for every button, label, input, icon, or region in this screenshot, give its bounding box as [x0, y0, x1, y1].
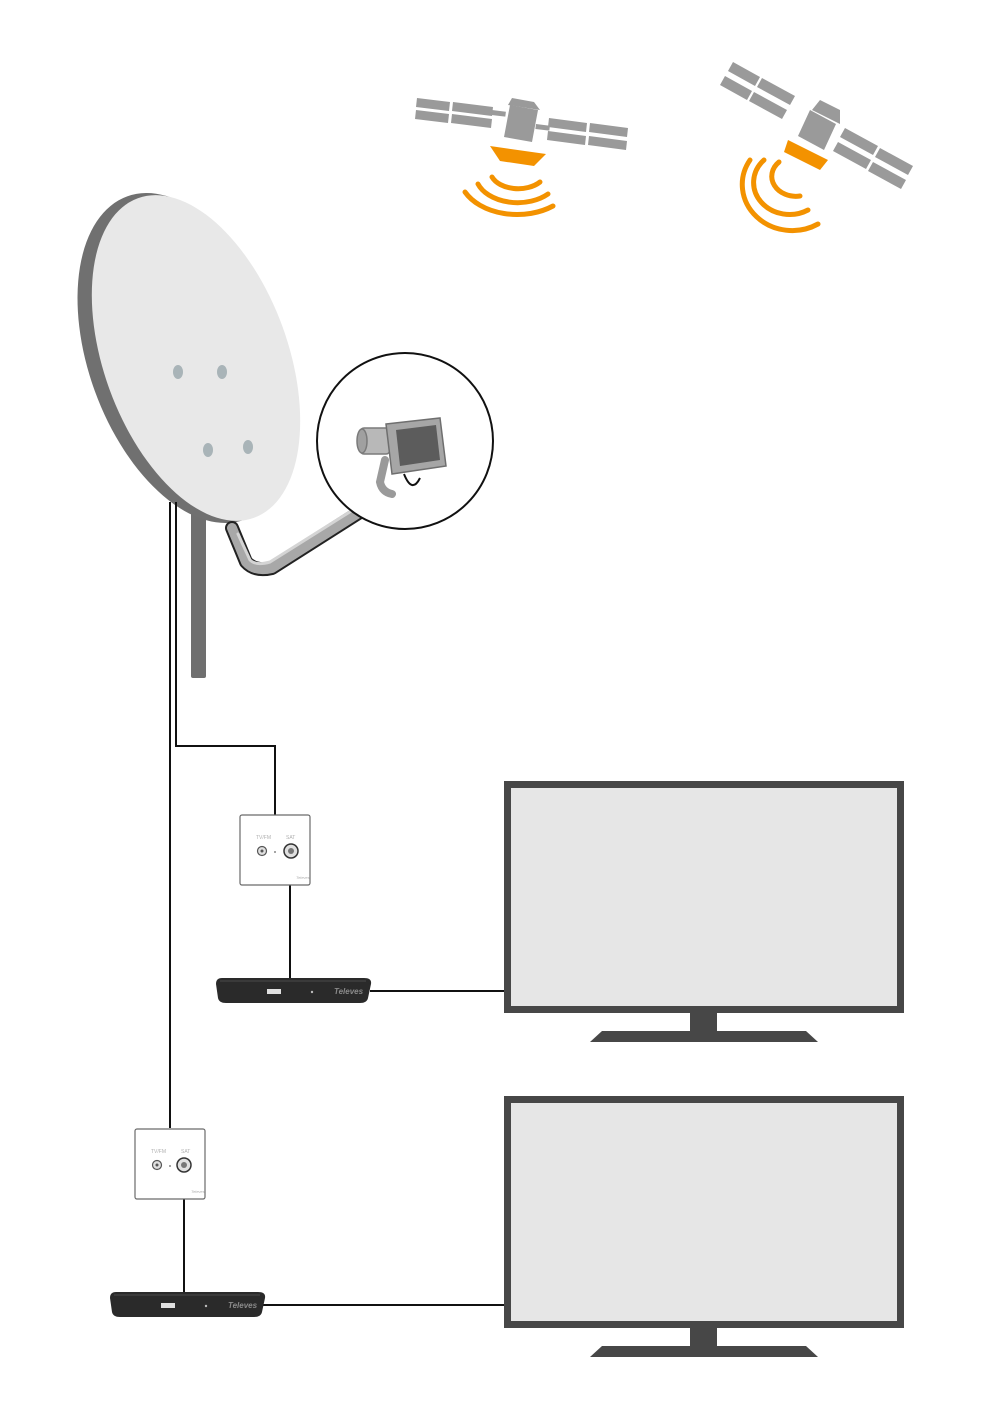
satellite-body [798, 100, 840, 150]
set-top-box-brand: Televes [228, 1301, 258, 1310]
tv-stand-neck [690, 1013, 717, 1033]
usb-port[interactable] [161, 1303, 175, 1308]
transmitter-icon [784, 140, 828, 170]
tv-stand-base [590, 1346, 818, 1357]
satellite-icon [415, 98, 628, 166]
dish-mount-holes [173, 365, 253, 457]
satellite-body [504, 98, 540, 142]
solar-panel-left [720, 62, 795, 119]
satellite-icon [720, 62, 913, 189]
lnb-detail-callout [316, 352, 494, 530]
port-label-tv: TV/FM [151, 1149, 166, 1155]
coax-cables [169, 502, 506, 1306]
power-led [204, 1304, 208, 1308]
wall-socket-2: TV/FM SAT Televes [134, 1128, 206, 1200]
tv-screen [511, 788, 897, 1006]
port-label-sat: SAT [286, 835, 295, 841]
wall-socket-1: TV/FM SAT Televes [239, 814, 311, 886]
cable-dish-to-socket-1 [175, 502, 276, 815]
lnb-icon [356, 417, 447, 498]
set-top-box-icon: Televes [110, 1292, 266, 1317]
wall-socket-icon: TV/FM SAT Televes [239, 814, 311, 886]
wall-socket-icon: TV/FM SAT Televes [134, 1128, 206, 1200]
solar-panel-right [833, 128, 913, 189]
set-top-box-icon: Televes [216, 978, 372, 1003]
wall-socket-brand: Televes [191, 1189, 205, 1194]
dish-mast [191, 484, 206, 678]
port-label-sat: SAT [181, 1149, 190, 1155]
tv-icon [504, 781, 904, 1042]
wall-socket-brand: Televes [296, 875, 310, 880]
signal-waves-icon [462, 174, 556, 218]
tv-stand-neck [690, 1328, 717, 1348]
tv-2 [504, 1096, 904, 1357]
solar-panel-right [535, 118, 628, 150]
port-label-tv: TV/FM [256, 835, 271, 841]
tv-stand-base [590, 1031, 818, 1042]
satellite-2 [720, 62, 913, 234]
tv-icon [504, 1096, 904, 1357]
satellite-1 [415, 98, 628, 218]
tv-screen [511, 1103, 897, 1321]
dish-face [91, 195, 301, 521]
lnb-arm [225, 467, 399, 577]
transmitter-icon [490, 146, 546, 166]
set-top-box-brand: Televes [334, 987, 364, 996]
solar-panel-left [415, 98, 506, 128]
set-top-box-2: Televes [110, 1292, 266, 1317]
signal-waves-icon [739, 157, 821, 234]
power-led [310, 990, 314, 994]
tv-1 [504, 781, 904, 1042]
satellite-dish-icon [77, 193, 301, 523]
set-top-box-1: Televes [216, 978, 372, 1003]
usb-port[interactable] [267, 989, 281, 994]
